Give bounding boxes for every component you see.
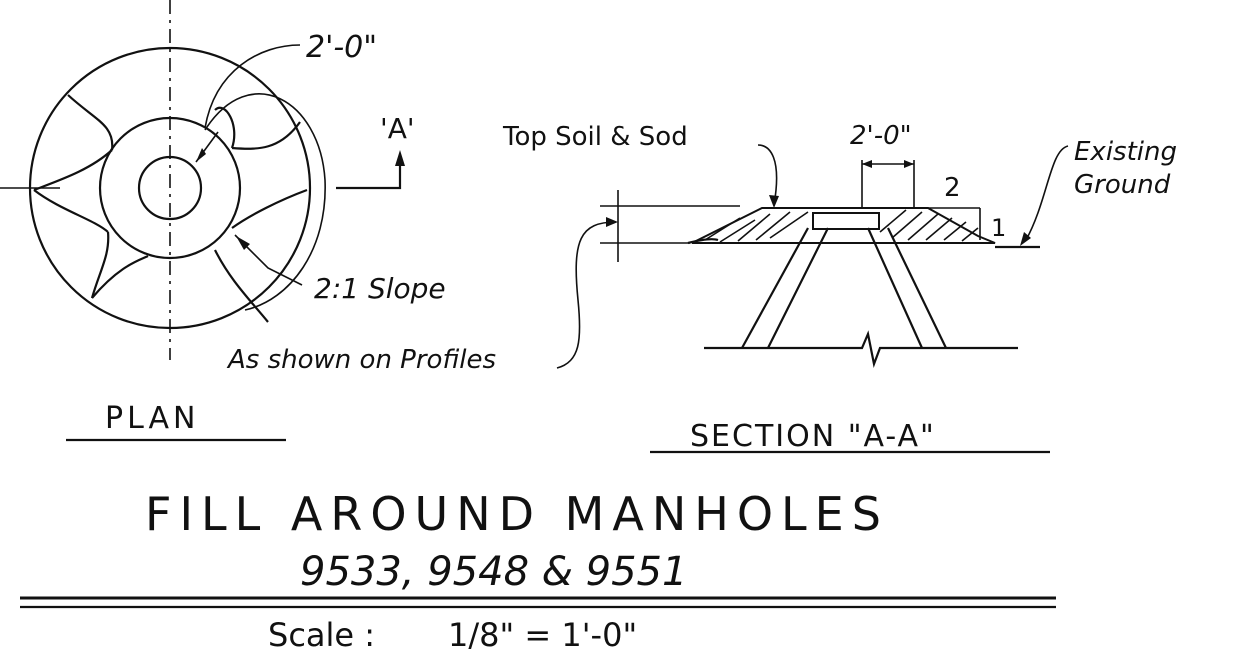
plan-slope-curve-7 xyxy=(214,106,236,149)
profiles-leader-arrow xyxy=(606,217,618,227)
slope-rise-label: 1 xyxy=(991,214,1006,242)
manhole-wall-left-outer xyxy=(741,227,809,349)
plan-view: 2'-0" 'A' 2:1 Slope As shown on Profiles… xyxy=(0,0,496,442)
plan-slope-curve-6 xyxy=(231,121,301,150)
scale-label: Scale : xyxy=(268,616,375,654)
topsoil-label: Top Soil & Sod xyxy=(502,122,688,152)
plan-slope-curve-4 xyxy=(90,231,110,299)
plan-title: PLAN xyxy=(105,401,199,436)
left-fill-hatching xyxy=(704,211,809,243)
section-view: Top Soil & Sod 2'-0" 2 1 Existing Ground… xyxy=(502,121,1177,454)
plan-large-arc xyxy=(204,93,326,311)
right-fill-hatching xyxy=(879,209,979,242)
plan-middle-circle xyxy=(98,116,242,260)
top-dim-arrow-right xyxy=(904,160,914,168)
section-dimension-label: 2'-0" xyxy=(850,121,912,151)
manhole-wall-right-outer xyxy=(887,227,947,349)
profiles-leader xyxy=(556,221,617,369)
topsoil-leader-arrow xyxy=(769,195,779,208)
manhole-frame xyxy=(812,212,880,230)
existing-ground-leader xyxy=(1025,145,1069,241)
plan-slope-label: 2:1 Slope xyxy=(314,272,446,305)
existing-ground-label-2: Ground xyxy=(1074,170,1171,200)
section-break-line xyxy=(704,330,1018,368)
plan-slope-curve-3 xyxy=(33,189,109,233)
drawing-title: FILL AROUND MANHOLES xyxy=(145,487,889,541)
topsoil-leader xyxy=(757,144,778,206)
plan-dim-arrow xyxy=(196,148,206,162)
plan-slope-curve-8 xyxy=(231,188,308,229)
scale-value: 1/8" = 1'-0" xyxy=(448,616,637,654)
plan-dimension-label: 2'-0" xyxy=(306,30,377,65)
section-cut-marker xyxy=(336,162,402,190)
manhole-wall-right-inner xyxy=(866,227,924,349)
manhole-wall-left-inner xyxy=(767,227,829,349)
plan-slope-curve-5 xyxy=(91,255,149,299)
plan-slope-curve-9 xyxy=(214,249,269,323)
drawing-subtitle: 9533, 9548 & 9551 xyxy=(300,549,687,595)
section-title: SECTION "A-A" xyxy=(690,419,936,454)
existing-ground-label-1: Existing xyxy=(1074,137,1177,167)
existing-ground-leader-arrow xyxy=(1020,232,1031,246)
plan-dimension-arc xyxy=(204,44,301,129)
slope-run-label: 2 xyxy=(944,173,961,203)
title-block: FILL AROUND MANHOLES 9533, 9548 & 9551 S… xyxy=(20,487,1056,654)
top-dim-arrow-left xyxy=(862,160,872,168)
plan-slope-curve-1 xyxy=(67,94,114,151)
fill-mound xyxy=(691,207,996,244)
section-marker-label: 'A' xyxy=(380,112,415,145)
plan-slope-curve-2 xyxy=(33,149,113,192)
profiles-note: As shown on Profiles xyxy=(226,345,496,375)
plan-inner-circle xyxy=(137,155,203,221)
section-cut-arrowhead xyxy=(395,150,405,166)
plan-outer-circle xyxy=(28,46,312,330)
plan-slope-arrow xyxy=(236,236,250,250)
